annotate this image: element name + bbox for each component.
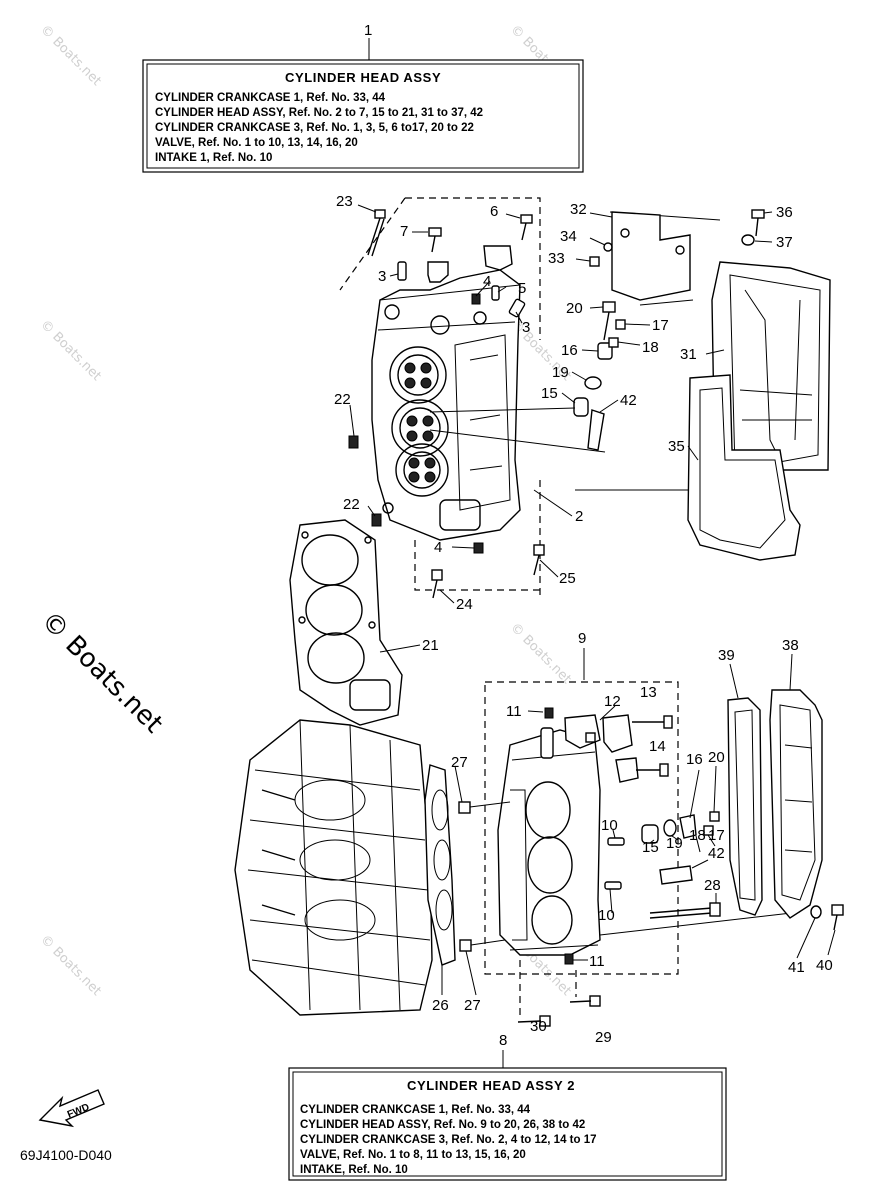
callout-10: 10 — [601, 817, 618, 834]
callout-16: 16 — [561, 342, 578, 359]
watermark: © Boats.net — [37, 317, 104, 384]
callout-19: 19 — [666, 835, 683, 852]
box2-line: CYLINDER CRANKCASE 3, Ref. No. 2, 4 to 1… — [300, 1134, 597, 1146]
bolt-6 — [520, 214, 533, 241]
callout-2: 2 — [575, 508, 583, 525]
callout-4: 4 — [434, 539, 442, 556]
cylinder-head-cover — [575, 209, 831, 561]
callout-9: 9 — [578, 630, 586, 647]
callout-17: 17 — [652, 317, 669, 334]
callout-10: 10 — [598, 907, 615, 924]
callout-23: 23 — [336, 193, 353, 210]
ref-number-1: 1 — [364, 22, 372, 39]
box1-line: CYLINDER CRANKCASE 3, Ref. No. 1, 3, 5, … — [155, 122, 474, 134]
callout-34: 34 — [560, 228, 577, 245]
box2-title: CYLINDER HEAD ASSY 2 — [407, 1078, 575, 1093]
diagram-code: 69J4100-D040 — [20, 1147, 112, 1163]
callout-13: 13 — [640, 684, 657, 701]
info-box-cylinder-head-assy-2: 8 CYLINDER HEAD ASSY 2 CYLINDER CRANKCAS… — [288, 1032, 727, 1181]
callout-33: 33 — [548, 250, 565, 267]
box1-line: VALVE, Ref. No. 1 to 10, 13, 14, 16, 20 — [155, 137, 358, 149]
bolt-23 — [367, 209, 386, 257]
spark-plug-42 — [587, 409, 605, 451]
box1-line: CYLINDER HEAD ASSY, Ref. No. 2 to 7, 15 … — [155, 107, 483, 119]
ref-number-8: 8 — [499, 1032, 507, 1049]
callout-17: 17 — [708, 827, 725, 844]
callout-3: 3 — [378, 268, 386, 285]
callout-28: 28 — [704, 877, 721, 894]
callout-22: 22 — [334, 391, 351, 408]
engine-block — [234, 719, 433, 1016]
callout-5: 5 — [518, 280, 526, 297]
callout-6: 6 — [490, 203, 498, 220]
callout-4: 4 — [483, 273, 491, 290]
callout-37: 37 — [776, 234, 793, 251]
callout-38: 38 — [782, 637, 799, 654]
box2-line: INTAKE, Ref. No. 10 — [300, 1164, 408, 1176]
callout-20: 20 — [708, 749, 725, 766]
callout-39: 39 — [718, 647, 735, 664]
bolt-25 — [533, 544, 545, 576]
forward-arrow-icon: FWD — [38, 1089, 105, 1128]
callout-16: 16 — [686, 751, 703, 768]
upper-cylinder-head — [339, 197, 626, 599]
callout-22: 22 — [343, 496, 360, 513]
callout-11: 11 — [506, 703, 522, 720]
callout-41: 41 — [788, 959, 805, 976]
callout-36: 36 — [776, 204, 793, 221]
callout-42: 42 — [620, 392, 637, 409]
bolt-7 — [428, 227, 442, 253]
box1-line: CYLINDER CRANKCASE 1, Ref. No. 33, 44 — [155, 92, 386, 104]
callout-18: 18 — [642, 339, 659, 356]
box1-title: CYLINDER HEAD ASSY — [285, 70, 441, 85]
callout-24: 24 — [456, 596, 473, 613]
callout-11: 11 — [589, 953, 605, 970]
callout-18: 18 — [689, 827, 706, 844]
callout-27: 27 — [451, 754, 468, 771]
watermark: © Boats.net — [37, 932, 104, 999]
box2-line: VALVE, Ref. No. 1 to 8, 11 to 13, 15, 16… — [300, 1149, 526, 1161]
callout-15: 15 — [642, 839, 659, 856]
box2-line: CYLINDER HEAD ASSY, Ref. No. 9 to 20, 26… — [300, 1119, 585, 1131]
watermark-large: © Boats.net — [35, 606, 168, 739]
callout-21: 21 — [422, 637, 439, 654]
callout-19: 19 — [552, 364, 569, 381]
callout-35: 35 — [668, 438, 685, 455]
callout-3: 3 — [522, 319, 530, 336]
lower-cylinder-head — [458, 681, 801, 1027]
box2-line: CYLINDER CRANKCASE 1, Ref. No. 33, 44 — [300, 1104, 531, 1116]
cylinder-head-cover-2 — [727, 689, 844, 931]
callout-31: 31 — [680, 346, 697, 363]
callout-25: 25 — [559, 570, 576, 587]
callout-40: 40 — [816, 957, 833, 974]
box1-line: INTAKE 1, Ref. No. 10 — [155, 152, 272, 164]
cylinder-head-gasket — [289, 519, 403, 726]
bolt-24 — [431, 569, 443, 599]
callout-26: 26 — [432, 997, 449, 1014]
callout-27: 27 — [464, 997, 481, 1014]
callout-30: 30 — [530, 1018, 547, 1035]
callout-layer: 23 6 7 3 4 5 3 22 22 4 24 25 2 32 34 33 … — [334, 193, 833, 1046]
watermark: © Boats.net — [507, 620, 574, 687]
callout-29: 29 — [595, 1029, 612, 1046]
callout-14: 14 — [649, 738, 666, 755]
watermark: © Boats.net — [37, 22, 104, 89]
callout-7: 7 — [400, 223, 408, 240]
leader-lines — [349, 204, 836, 996]
callout-32: 32 — [570, 201, 587, 218]
callout-12: 12 — [604, 693, 621, 710]
lower-gasket — [424, 764, 456, 966]
callout-42: 42 — [708, 845, 725, 862]
info-box-cylinder-head-assy: 1 CYLINDER HEAD ASSY CYLINDER CRANKCASE … — [142, 22, 584, 173]
callout-20: 20 — [566, 300, 583, 317]
callout-15: 15 — [541, 385, 558, 402]
